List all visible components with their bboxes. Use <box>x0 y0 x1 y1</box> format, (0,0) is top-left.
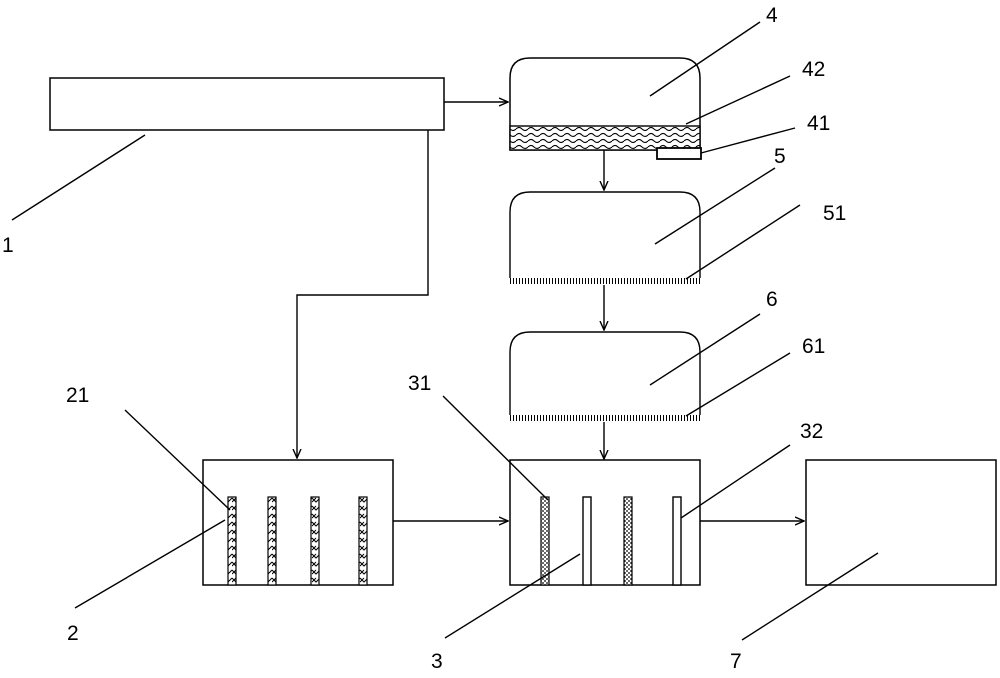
label-32: 32 <box>800 420 823 443</box>
component-42-layer <box>509 125 701 151</box>
label-5: 5 <box>774 145 786 168</box>
component-3-plate <box>623 496 633 586</box>
label-3: 3 <box>431 650 443 673</box>
component-3-plate <box>582 496 592 586</box>
leader-3 <box>444 553 581 639</box>
component-2-plate <box>358 496 368 586</box>
leader-6 <box>649 313 761 386</box>
leader-1 <box>11 134 146 221</box>
label-4: 4 <box>766 4 778 27</box>
component-1-box <box>49 77 445 131</box>
leader-61 <box>685 352 791 417</box>
leader-42 <box>685 75 791 125</box>
leader-41 <box>700 127 796 154</box>
leader-21 <box>124 409 231 511</box>
label-21: 21 <box>66 384 89 407</box>
component-3-box <box>509 459 701 586</box>
label-1: 1 <box>2 234 14 257</box>
label-51: 51 <box>823 202 846 225</box>
leader-32 <box>680 444 791 519</box>
label-6: 6 <box>766 288 778 311</box>
component-41-part <box>656 147 702 160</box>
leader-7 <box>741 552 879 641</box>
label-61: 61 <box>802 335 825 358</box>
leader-2 <box>74 519 226 609</box>
label-7: 7 <box>730 650 742 673</box>
component-7-box <box>805 459 997 586</box>
leader-4 <box>649 21 761 97</box>
label-2: 2 <box>67 622 79 645</box>
label-41: 41 <box>807 112 830 135</box>
component-6-box <box>509 331 701 415</box>
component-2-plate <box>267 496 277 586</box>
component-2-plate <box>310 496 320 586</box>
label-31: 31 <box>408 372 431 395</box>
component-31-plate <box>540 496 550 586</box>
arrow-1-to-2 <box>297 130 429 458</box>
component-21-plate <box>227 496 237 586</box>
component-32-plate <box>672 496 682 586</box>
leader-5 <box>654 167 776 245</box>
component-5-box <box>509 191 701 278</box>
label-42: 42 <box>802 58 825 81</box>
leader-51 <box>685 204 801 280</box>
leader-31 <box>442 395 549 501</box>
